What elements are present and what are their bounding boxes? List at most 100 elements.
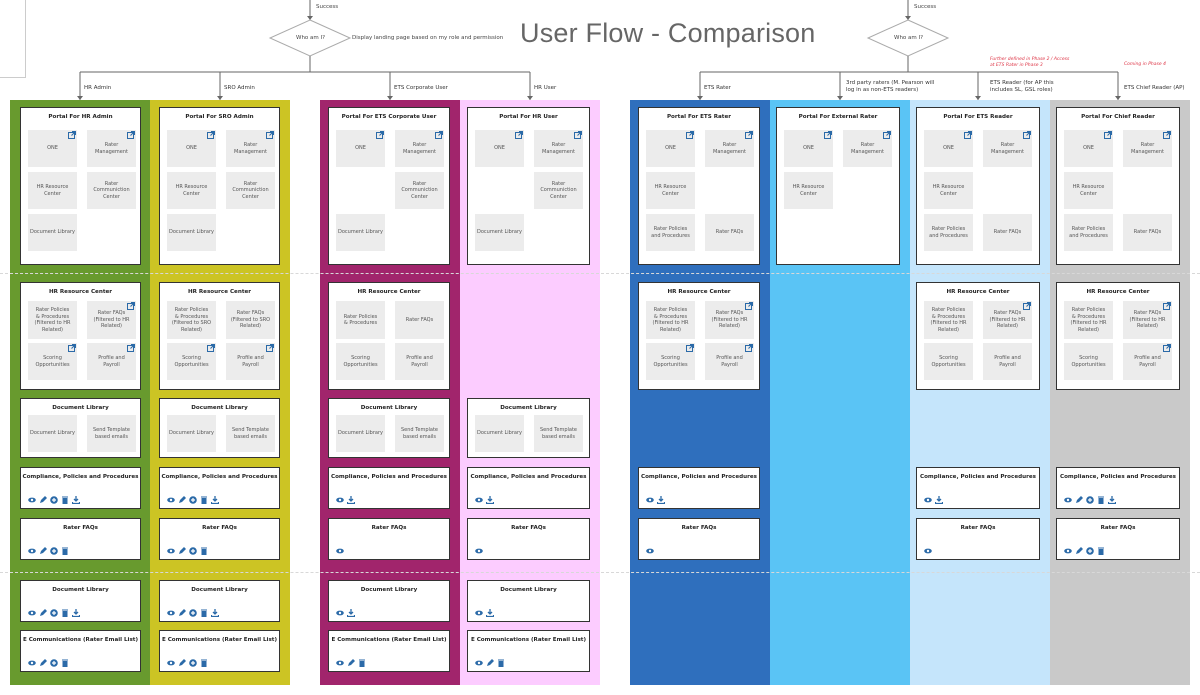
tile-rater-management[interactable]: Rater Management [534, 130, 583, 167]
tile-hr-resource-center[interactable]: HR Resource Center [646, 172, 695, 209]
add-icon[interactable] [1086, 496, 1094, 504]
tile-rater-policies[interactable]: Rater Policies & Procedures (Filtered to… [924, 301, 973, 339]
external-link-icon[interactable] [1163, 344, 1171, 352]
portal-panel-ets-rater[interactable]: Portal For ETS Rater ONE Rater Managemen… [638, 107, 760, 265]
pencil-icon[interactable] [347, 659, 355, 667]
tile-document-library[interactable]: Document Library [167, 214, 216, 251]
pencil-icon[interactable] [1075, 547, 1083, 555]
external-link-icon[interactable] [686, 131, 694, 139]
document-library-panel-2-hr-user[interactable]: Document Library [467, 580, 590, 622]
trash-icon[interactable] [200, 659, 208, 667]
eye-icon[interactable] [336, 496, 344, 504]
document-library-panel-2-ets-corporate[interactable]: Document Library [328, 580, 450, 622]
portal-panel-ets-reader[interactable]: Portal For ETS Reader ONE Rater Manageme… [916, 107, 1040, 265]
external-link-icon[interactable] [1163, 302, 1171, 310]
external-link-icon[interactable] [745, 302, 753, 310]
portal-panel-external-rater[interactable]: Portal For External Rater ONE Rater Mana… [776, 107, 900, 265]
e-communications-panel-ets-corporate[interactable]: E Communications (Rater Email List) [328, 630, 450, 672]
add-icon[interactable] [50, 609, 58, 617]
pencil-icon[interactable] [39, 609, 47, 617]
tile-document-library[interactable]: Document Library [167, 415, 216, 452]
tile-hr-resource-center[interactable]: HR Resource Center [924, 172, 973, 209]
external-link-icon[interactable] [1023, 302, 1031, 310]
portal-panel-hr-user[interactable]: Portal For HR User ONE Rater Management … [467, 107, 590, 265]
external-link-icon[interactable] [824, 131, 832, 139]
tile-send-template[interactable]: Send Template based emails [534, 415, 583, 452]
external-link-icon[interactable] [883, 131, 891, 139]
eye-icon[interactable] [28, 496, 36, 504]
tile-rater-policies[interactable]: Rater Policies & Procedures (Filtered to… [1064, 301, 1113, 339]
portal-panel-ets-corporate[interactable]: Portal For ETS Corporate User ONE Rater … [328, 107, 450, 265]
external-link-icon[interactable] [68, 131, 76, 139]
eye-icon[interactable] [924, 547, 932, 555]
eye-icon[interactable] [1064, 547, 1072, 555]
eye-icon[interactable] [167, 496, 175, 504]
eye-icon[interactable] [28, 659, 36, 667]
tile-hr-resource-center[interactable]: HR Resource Center [784, 172, 833, 209]
hr-resource-panel-chief-reader[interactable]: HR Resource Center Rater Policies & Proc… [1056, 282, 1180, 390]
trash-icon[interactable] [1097, 496, 1105, 504]
tile-scoring-opportunities[interactable]: Scoring Opportunities [924, 343, 973, 380]
compliance-panel-ets-reader[interactable]: Compliance, Policies and Procedures [916, 467, 1040, 509]
external-link-icon[interactable] [207, 344, 215, 352]
eye-icon[interactable] [924, 496, 932, 504]
rater-faqs-panel-ets-reader[interactable]: Rater FAQs [916, 518, 1040, 560]
eye-icon[interactable] [336, 659, 344, 667]
tile-rater-management[interactable]: Rater Management [1123, 130, 1172, 167]
tile-send-template[interactable]: Send Template based emails [87, 415, 136, 452]
eye-icon[interactable] [475, 547, 483, 555]
trash-icon[interactable] [61, 496, 69, 504]
tile-rater-faqs[interactable]: Rater FAQs [395, 301, 444, 339]
tile-rater-faqs[interactable]: Rater FAQs [705, 214, 754, 251]
download-icon[interactable] [72, 496, 80, 504]
tile-rater-communication-center[interactable]: Rater Communiction Center [534, 172, 583, 209]
hr-resource-panel-sro-admin[interactable]: HR Resource Center Rater Policies & Proc… [159, 282, 280, 390]
external-link-icon[interactable] [745, 344, 753, 352]
download-icon[interactable] [657, 496, 665, 504]
pencil-icon[interactable] [39, 547, 47, 555]
tile-rater-faqs[interactable]: Rater FAQs (Filtered to SRO Related) [226, 301, 275, 339]
external-link-icon[interactable] [435, 131, 443, 139]
pencil-icon[interactable] [178, 547, 186, 555]
tile-rater-communication-center[interactable]: Rater Communiction Center [87, 172, 136, 209]
external-link-icon[interactable] [1104, 131, 1112, 139]
e-communications-panel-sro-admin[interactable]: E Communications (Rater Email List) [159, 630, 280, 672]
portal-panel-hr-admin[interactable]: Portal For HR Admin ONE Rater Management… [20, 107, 141, 265]
tile-send-template[interactable]: Send Template based emails [226, 415, 275, 452]
tile-scoring-opportunities[interactable]: Scoring Opportunities [1064, 343, 1113, 380]
tile-one[interactable]: ONE [28, 130, 77, 167]
eye-icon[interactable] [167, 547, 175, 555]
external-link-icon[interactable] [1023, 131, 1031, 139]
rater-faqs-panel-sro-admin[interactable]: Rater FAQs [159, 518, 280, 560]
e-communications-panel-hr-admin[interactable]: E Communications (Rater Email List) [20, 630, 141, 672]
document-library-panel-sro-admin[interactable]: Document Library Document Library Send T… [159, 398, 280, 458]
eye-icon[interactable] [336, 609, 344, 617]
e-communications-panel-hr-user[interactable]: E Communications (Rater Email List) [467, 630, 590, 672]
tile-document-library[interactable]: Document Library [336, 415, 385, 452]
eye-icon[interactable] [28, 547, 36, 555]
tile-document-library[interactable]: Document Library [475, 415, 524, 452]
eye-icon[interactable] [336, 547, 344, 555]
tile-document-library[interactable]: Document Library [336, 214, 385, 251]
pencil-icon[interactable] [178, 659, 186, 667]
external-link-icon[interactable] [207, 131, 215, 139]
trash-icon[interactable] [200, 496, 208, 504]
tile-rater-policies[interactable]: Rater Policies and Procedures [924, 214, 973, 251]
hr-resource-panel-ets-corporate[interactable]: HR Resource Center Rater Policies & Proc… [328, 282, 450, 390]
external-link-icon[interactable] [127, 344, 135, 352]
add-icon[interactable] [189, 496, 197, 504]
eye-icon[interactable] [475, 609, 483, 617]
download-icon[interactable] [486, 496, 494, 504]
tile-rater-policies[interactable]: Rater Policies & Procedures [336, 301, 385, 339]
download-icon[interactable] [935, 496, 943, 504]
rater-faqs-panel-ets-rater[interactable]: Rater FAQs [638, 518, 760, 560]
rater-faqs-panel-hr-admin[interactable]: Rater FAQs [20, 518, 141, 560]
tile-rater-management[interactable]: Rater Management [226, 130, 275, 167]
add-icon[interactable] [50, 659, 58, 667]
add-icon[interactable] [189, 609, 197, 617]
eye-icon[interactable] [167, 659, 175, 667]
tile-profile-payroll[interactable]: Profile and Payroll [1123, 343, 1172, 380]
trash-icon[interactable] [358, 659, 366, 667]
tile-hr-resource-center[interactable]: HR Resource Center [167, 172, 216, 209]
compliance-panel-hr-admin[interactable]: Compliance, Policies and Procedures [20, 467, 141, 509]
